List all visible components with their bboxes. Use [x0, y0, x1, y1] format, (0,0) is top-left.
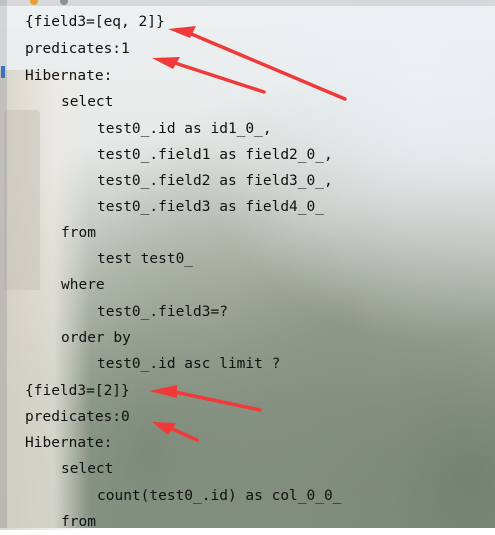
console-line: predicates:1 — [25, 41, 130, 57]
console-line: test0_.field3=? — [97, 304, 228, 320]
toolbar-icon[interactable] — [60, 0, 68, 5]
console-line: select — [61, 94, 114, 110]
castle-tower — [4, 110, 40, 290]
castle-image-region — [0, 70, 90, 530]
console-line: test test0_ — [97, 251, 194, 267]
console-line: from — [61, 225, 96, 241]
console-line: select — [61, 461, 114, 477]
console-line: order by — [61, 330, 131, 346]
console-line: test0_.field3 as field4_0_ — [97, 199, 324, 215]
toolbar-icon[interactable] — [30, 0, 38, 5]
arrow-3 — [149, 385, 262, 412]
console-line: {field3=[2]} — [25, 383, 130, 399]
arrow-4 — [152, 422, 199, 442]
console-line: where — [61, 277, 105, 293]
arrow-1 — [168, 26, 347, 101]
gutter-marker[interactable] — [1, 66, 5, 78]
console-line: count(test0_.id) as col_0_0_ — [97, 488, 342, 504]
top-toolbar-strip — [0, 0, 495, 6]
console-line: Hibernate: — [25, 68, 113, 84]
console-line: predicates:0 — [25, 409, 130, 425]
console-line: test0_.field2 as field3_0_, — [97, 173, 333, 189]
console-gutter — [0, 0, 7, 528]
console-line: {field3=[eq, 2]} — [25, 14, 165, 30]
console-line: test0_.id asc limit ? — [97, 356, 281, 372]
console-line: test0_.field1 as field2_0_, — [97, 147, 333, 163]
console-line: Hibernate: — [25, 435, 113, 451]
arrow-2 — [152, 57, 266, 94]
console-line: test0_.id as id1_0_, — [97, 121, 272, 137]
console-line: from — [61, 514, 96, 530]
